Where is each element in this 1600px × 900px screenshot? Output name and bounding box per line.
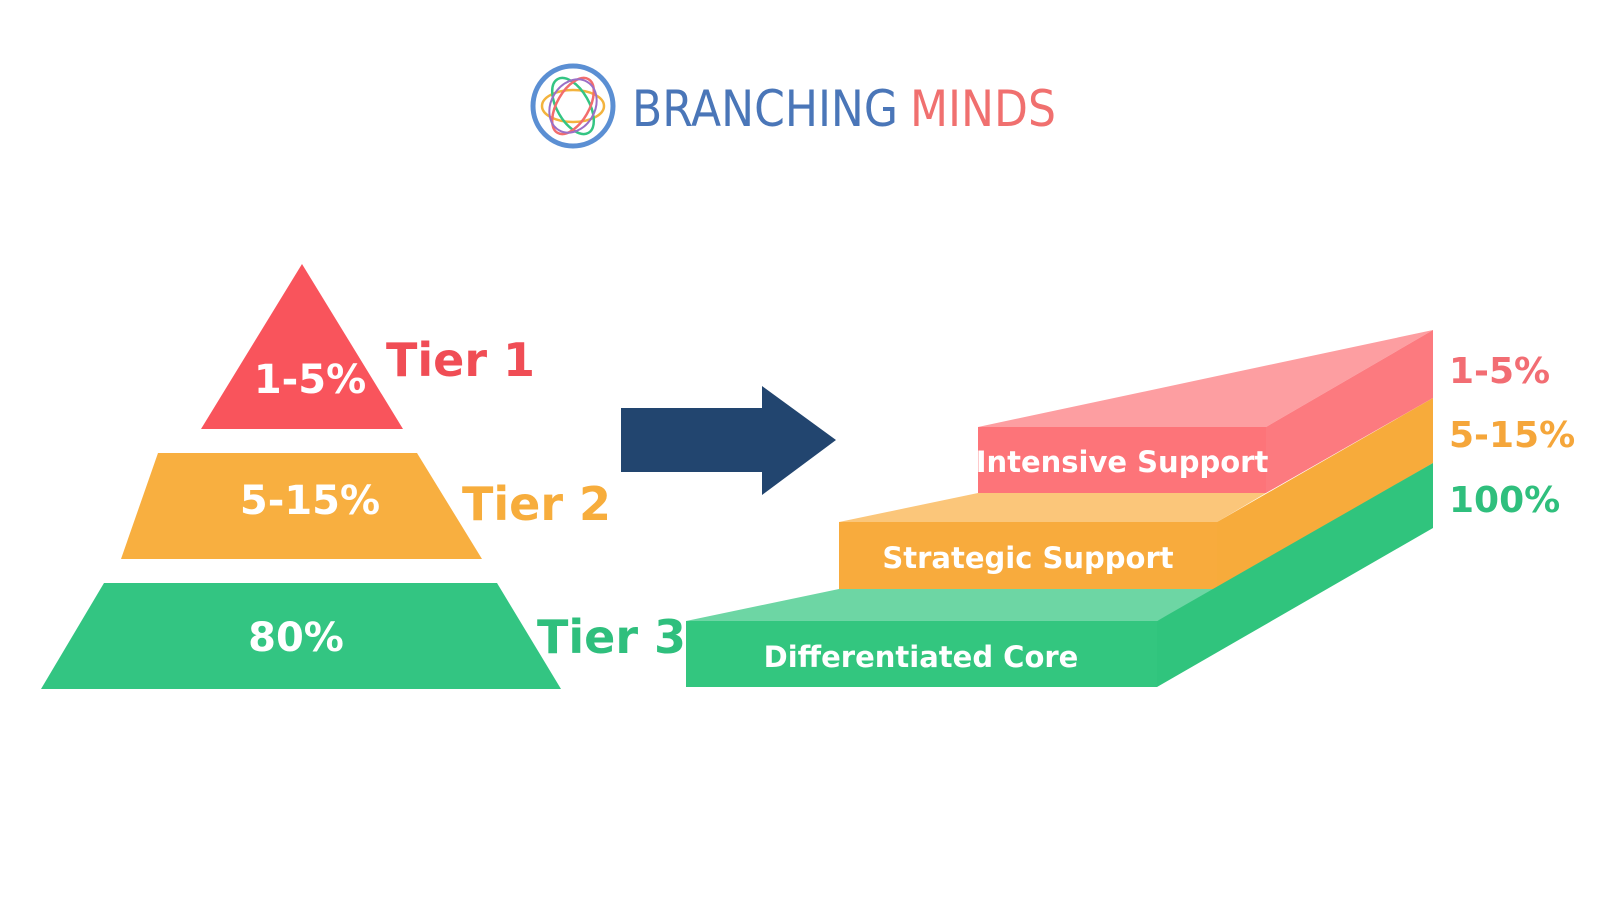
pyramid-tier-1-percent: 1-5%	[254, 357, 366, 403]
logo-word-branching: BRANCHING	[632, 80, 898, 138]
tier-pyramid: 1-5% 5-15% 80% Tier 1 Tier 2 Tier 3	[41, 264, 686, 689]
support-steps: Intensive Support Strategic Support Diff…	[686, 330, 1575, 687]
svg-text:MINDS: MINDS	[910, 80, 1056, 138]
pyramid-tier-3-percent: 80%	[248, 615, 344, 661]
pyramid-tier-2-label: Tier 2	[462, 477, 611, 531]
pyramid-tier-3-label: Tier 3	[537, 610, 686, 664]
step-core-front	[686, 621, 1157, 687]
step-strategic-top	[839, 493, 1266, 522]
step-strategic	[839, 398, 1433, 589]
step-intensive	[978, 330, 1433, 493]
step-core-label: Differentiated Core	[764, 640, 1079, 674]
logo-word-minds: MINDS	[910, 80, 1056, 138]
step-core-top	[686, 589, 1217, 621]
step-intensive-label: Intensive Support	[976, 445, 1269, 479]
pyramid-tier-3	[41, 583, 561, 689]
logo: BRANCHING MINDS	[530, 63, 1056, 149]
step-strategic-side	[1217, 398, 1433, 589]
right-arrow-icon	[621, 386, 836, 495]
step-strategic-front	[839, 522, 1217, 589]
step-core-side	[1157, 463, 1433, 687]
pyramid-tier-1	[201, 264, 403, 429]
pyramid-tier-2-percent: 5-15%	[240, 478, 380, 524]
step-intensive-side	[1266, 330, 1433, 493]
step-core	[686, 463, 1433, 687]
step-strategic-percent: 5-15%	[1449, 415, 1575, 456]
logo-emblem-icon	[530, 63, 616, 149]
pyramid-tier-1-label: Tier 1	[386, 333, 535, 387]
step-strategic-label: Strategic Support	[882, 541, 1173, 575]
step-intensive-top	[978, 330, 1433, 427]
pyramid-tier-2	[121, 453, 482, 559]
step-intensive-percent: 1-5%	[1449, 351, 1550, 392]
svg-text:BRANCHING: BRANCHING	[632, 80, 898, 138]
step-core-percent: 100%	[1449, 480, 1560, 521]
step-intensive-front	[978, 427, 1266, 493]
